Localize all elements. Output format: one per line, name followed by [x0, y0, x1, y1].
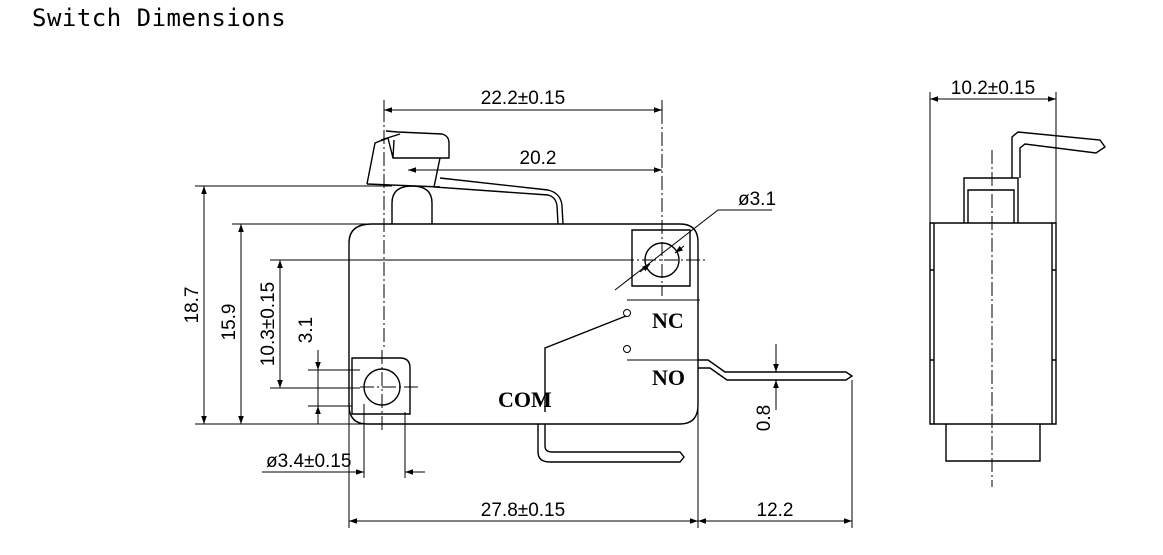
page-title: Switch Dimensions	[32, 4, 287, 32]
dim-actuator-length: 20.2	[520, 148, 557, 169]
side-body	[929, 222, 1057, 425]
label-nc: NC	[652, 308, 684, 333]
dim-terminal-thickness: 0.8	[754, 405, 775, 431]
front-dimensions: 22.2±0.15 20.2 ø3.1 18.7 15.9 10.3±0.15 …	[182, 88, 853, 528]
side-view	[929, 131, 1106, 487]
lower-mount-hole	[351, 357, 411, 415]
com-terminal	[537, 424, 685, 463]
label-com: COM	[498, 387, 552, 412]
dim-terminal-length: 12.2	[757, 500, 794, 521]
contact-mechanism	[544, 299, 700, 412]
dim-mount-hole-dia: ø3.1	[738, 189, 776, 210]
dim-body-height: 15.9	[219, 304, 240, 341]
dim-lower-hole-dia: ø3.4±0.15	[266, 451, 351, 472]
front-view	[348, 108, 854, 463]
dim-hole-offset: 3.1	[296, 317, 317, 343]
label-no: NO	[652, 365, 685, 390]
dim-body-length: 27.8±0.15	[481, 500, 565, 521]
side-terminal	[698, 359, 854, 381]
side-dimensions: 10.2±0.15	[929, 78, 1057, 223]
actuator-lever	[366, 130, 564, 225]
switch-body-outline	[348, 223, 699, 425]
dim-total-height: 18.7	[182, 287, 203, 324]
dim-hole-spacing: 10.3±0.15	[258, 282, 279, 366]
plunger	[391, 185, 433, 224]
dim-body-width: 10.2±0.15	[951, 78, 1035, 99]
dim-overall-length: 22.2±0.15	[481, 88, 565, 109]
